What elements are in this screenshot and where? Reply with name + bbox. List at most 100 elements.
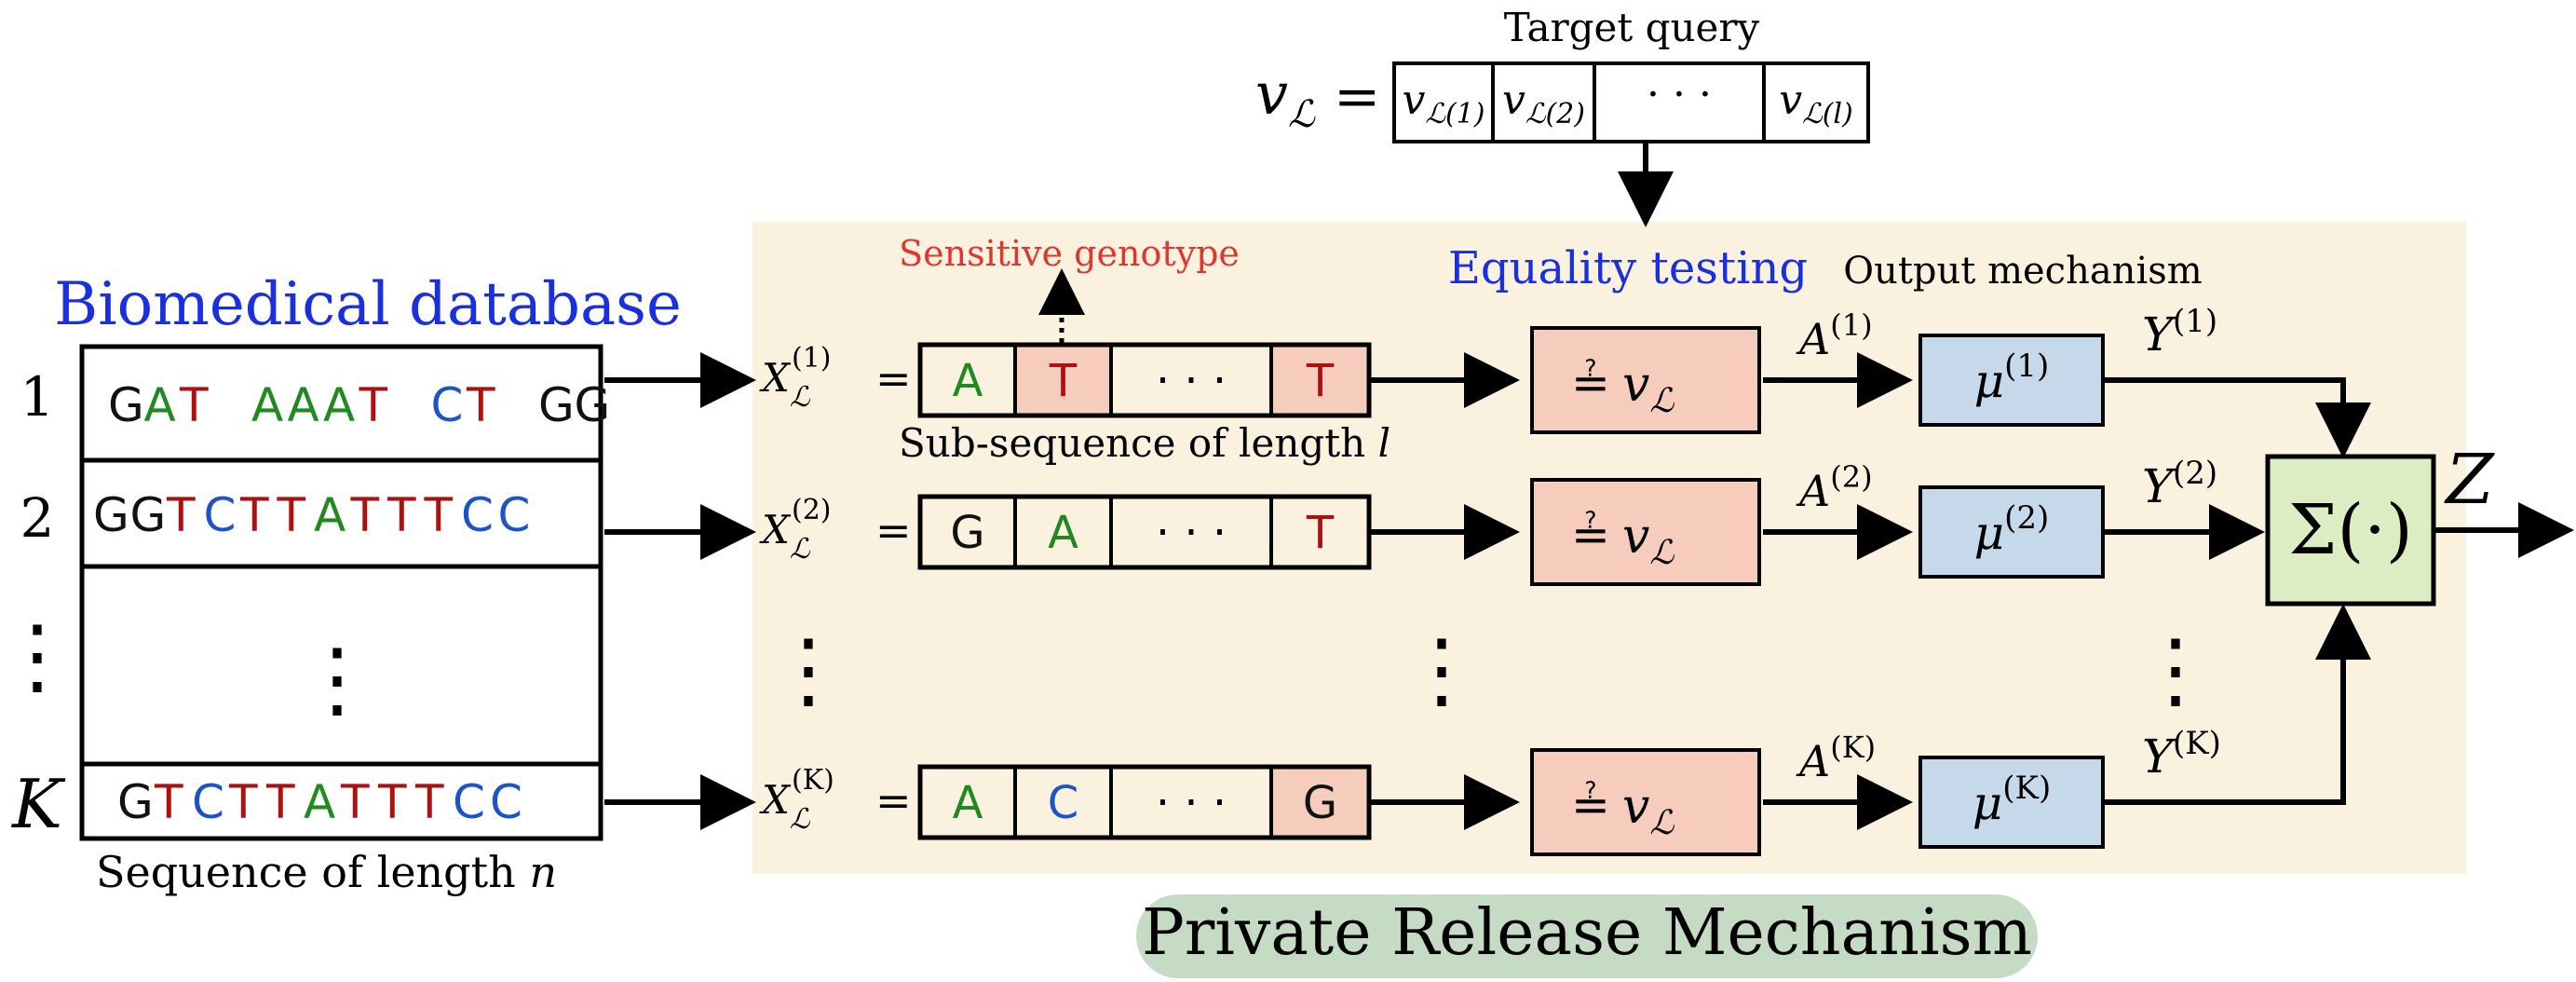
sum-box <box>2265 454 2436 607</box>
query-equals: = <box>1334 64 1380 130</box>
a-label: A(1) <box>1796 307 1873 364</box>
query-vector: vℒ(1) vℒ(2) · · · vℒ(l) <box>1392 61 1870 143</box>
target-query-title: Target query <box>1504 5 1760 50</box>
equality-test-target: vℒ <box>1622 357 1674 420</box>
output-mechanism-box <box>1918 334 2105 427</box>
x-equals: = <box>875 505 912 555</box>
subsequence-nucleotide: A <box>953 777 983 829</box>
nucleotide: T <box>179 378 209 432</box>
nucleotide: T <box>386 488 416 542</box>
nucleotide: T <box>350 488 380 542</box>
subsequence-nucleotide: G <box>1303 777 1337 829</box>
equality-test-target: vℒ <box>1622 509 1674 572</box>
output-mechanism-label: Output mechanism <box>1843 250 2202 293</box>
nucleotide: T <box>424 488 454 542</box>
nucleotide: C <box>461 488 494 542</box>
nucleotide: A <box>314 488 346 542</box>
subsequence-nucleotide: T <box>1049 355 1078 407</box>
equality-test-target: vℒ <box>1622 779 1674 842</box>
row-label: 1 <box>20 365 55 429</box>
mechanism-label: Private Release Mechanism <box>1142 896 2032 970</box>
query-cell: vℒ(l) <box>1779 76 1852 130</box>
nucleotide: T <box>359 378 388 432</box>
x-label: Xℒ(K) <box>759 764 834 836</box>
nucleotide: T <box>239 488 269 542</box>
nucleotide: T <box>265 775 295 829</box>
row-vdots: ⋮ <box>1400 621 1484 719</box>
subsequence-ellipsis: · · · <box>1156 507 1227 559</box>
nucleotide: A <box>304 775 335 829</box>
query-cell: vℒ(1) <box>1403 76 1485 130</box>
query-cell-ellipsis: · · · <box>1647 71 1712 118</box>
yk-connector <box>2103 604 2371 805</box>
subsequence-nucleotide: T <box>1306 355 1335 407</box>
nucleotide: T <box>166 488 196 542</box>
equality-test-box <box>1530 478 1761 586</box>
row-label: K <box>10 765 66 843</box>
subsequence-nucleotide: C <box>1048 777 1079 829</box>
subsequence-ellipsis: · · · <box>1156 777 1227 829</box>
equality-test-symbol: ≟ <box>1571 356 1610 410</box>
sum-label: Σ(·) <box>2288 490 2413 570</box>
nucleotide: G <box>108 378 144 432</box>
nucleotide: T <box>277 488 306 542</box>
equality-testing-label: Equality testing <box>1448 242 1808 294</box>
nucleotide: C <box>453 775 485 829</box>
subsequence-ellipsis: · · · <box>1156 355 1227 407</box>
equality-test-symbol: ≟ <box>1571 508 1610 562</box>
nucleotide: T <box>466 378 495 432</box>
mu-label: μ(2) <box>1974 499 2050 560</box>
y-label: Y(2) <box>2142 455 2217 513</box>
nucleotide: C <box>192 775 224 829</box>
database-title: Biomedical database <box>54 270 682 339</box>
y-label: Y(K) <box>2142 725 2221 784</box>
subsequence-nucleotide: G <box>950 507 984 559</box>
subsequence-nucleotide: T <box>1306 507 1335 559</box>
subsequence-nucleotide: A <box>953 355 983 407</box>
x-equals: = <box>875 775 912 825</box>
nucleotide: A <box>288 378 319 432</box>
a-label: A(2) <box>1796 459 1873 516</box>
mu-label: μ(K) <box>1973 770 2051 830</box>
nucleotide: T <box>228 775 258 829</box>
nucleotide: T <box>377 775 407 829</box>
database-frame <box>79 344 603 841</box>
x-equals: = <box>875 353 912 403</box>
nucleotide: C <box>490 775 522 829</box>
output-mechanism-box <box>1918 485 2105 579</box>
mechanism-label-pill <box>1136 894 2038 978</box>
subsequence-caption: Sub-sequence of length l <box>899 420 1390 466</box>
sensitive-cell-fill <box>1271 345 1369 416</box>
y-label: Y(1) <box>2142 303 2217 361</box>
nucleotide: T <box>340 775 370 829</box>
nucleotide: A <box>323 378 355 432</box>
nucleotide: C <box>431 378 464 432</box>
output-mechanism-box <box>1918 756 2105 849</box>
z-label: Z <box>2444 440 2495 520</box>
equality-test-box <box>1530 748 1761 856</box>
query-lhs: vℒ <box>1255 60 1316 136</box>
nucleotide: A <box>251 378 283 432</box>
nucleotide: C <box>204 488 237 542</box>
sensitive-cell-fill <box>1015 345 1111 416</box>
row-label: 2 <box>20 486 55 550</box>
database-vdots: ⋮ <box>295 631 379 729</box>
query-cell: vℒ(2) <box>1502 76 1585 130</box>
y1-connector <box>2103 377 2371 458</box>
nucleotide: G <box>575 378 611 432</box>
nucleotide: C <box>498 488 531 542</box>
row-vdots: ⋮ <box>2134 621 2217 719</box>
sensitive-cell-fill <box>1271 767 1369 838</box>
nucleotide: G <box>117 775 154 829</box>
nucleotide: G <box>130 488 167 542</box>
nucleotide: A <box>144 378 176 432</box>
row-vdots: ⋮ <box>766 621 850 719</box>
sensitive-genotype-label: Sensitive genotype <box>899 233 1240 274</box>
equality-test-symbol: ≟ <box>1571 778 1610 832</box>
nucleotide: G <box>93 488 129 542</box>
mu-label: μ(1) <box>1974 348 2050 408</box>
nucleotide: T <box>154 775 183 829</box>
database-caption: Sequence of length n <box>96 847 557 897</box>
